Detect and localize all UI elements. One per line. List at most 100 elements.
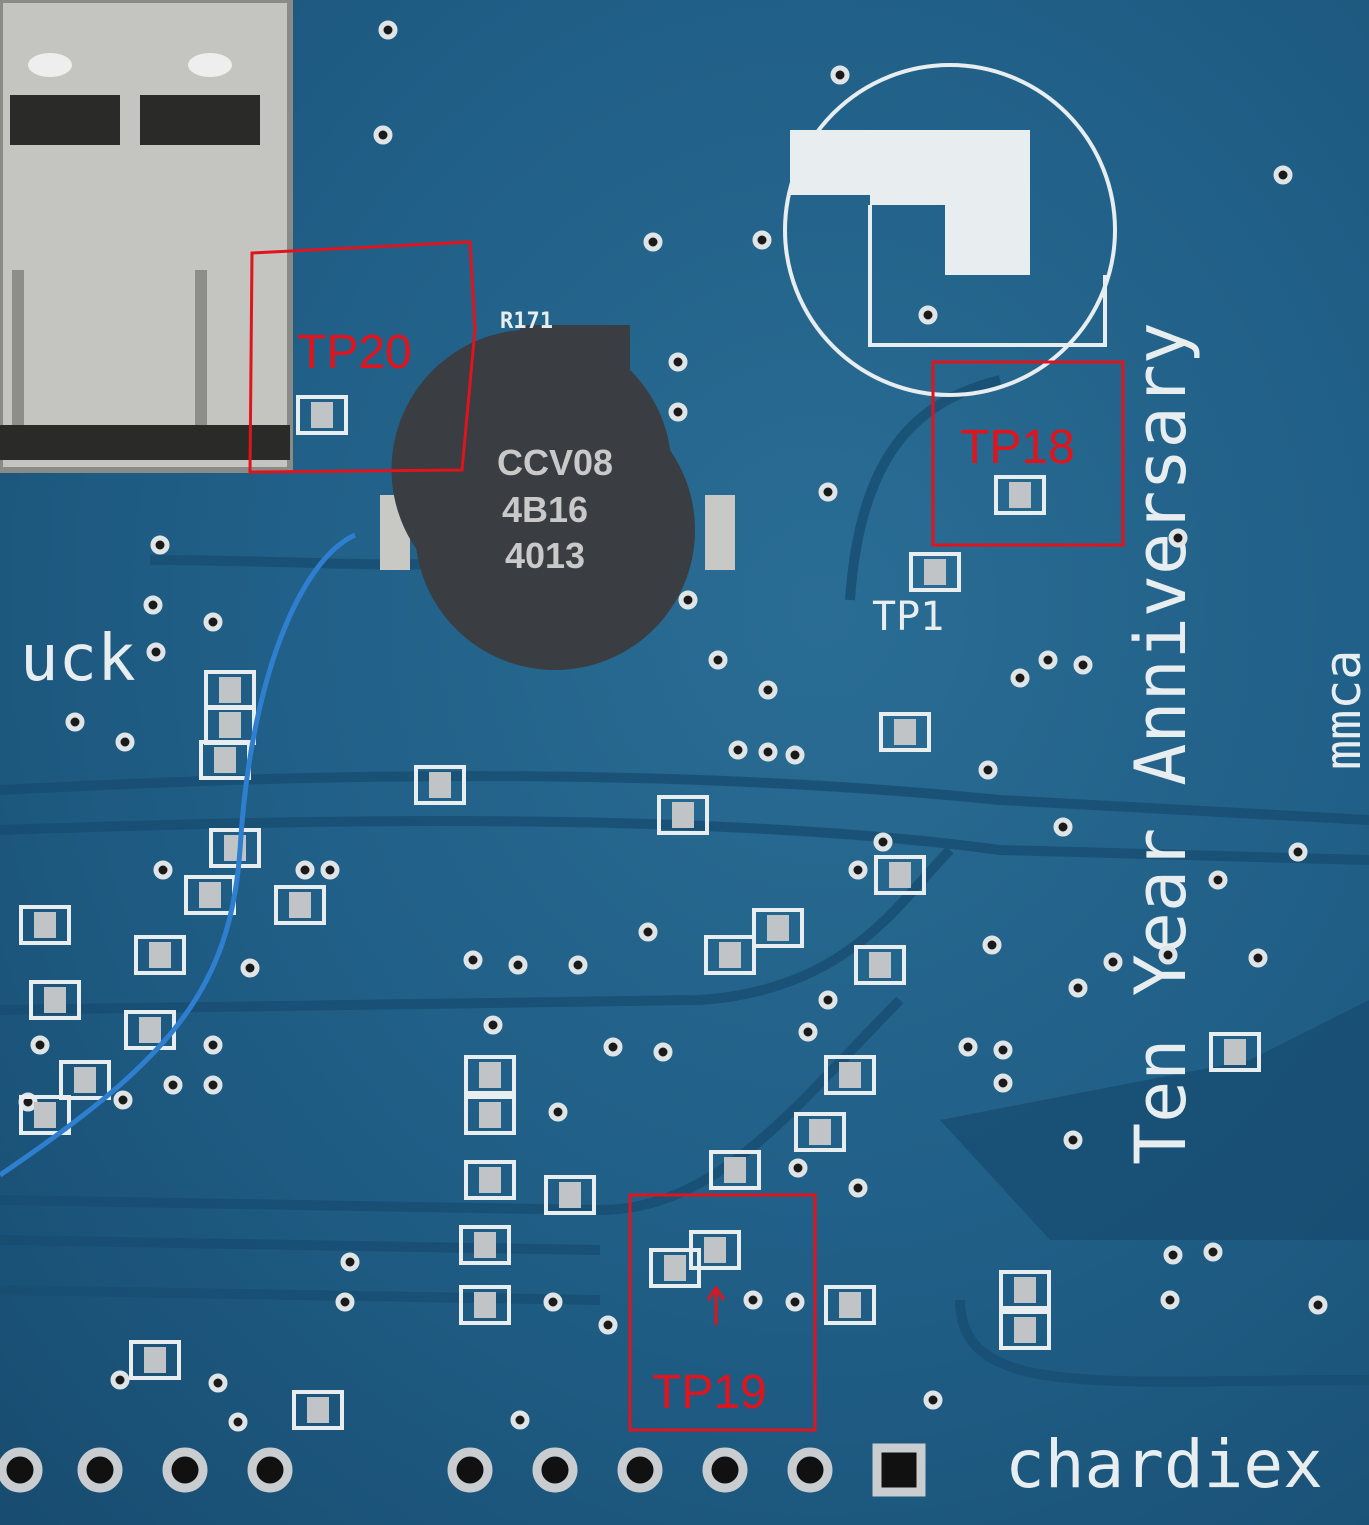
via bbox=[1308, 1295, 1328, 1315]
tp18-annotation: TP18 bbox=[960, 421, 1075, 474]
via bbox=[598, 1315, 618, 1335]
buzzer-label-3: 4013 bbox=[505, 535, 585, 576]
via bbox=[923, 1390, 943, 1410]
smd-pad bbox=[459, 1285, 511, 1325]
smd-pad bbox=[129, 1340, 181, 1380]
via bbox=[203, 612, 223, 632]
tp19-box bbox=[628, 1193, 817, 1432]
via bbox=[110, 1370, 130, 1390]
smd-pad bbox=[999, 1310, 1051, 1350]
smd-pad bbox=[199, 740, 251, 780]
smd-pad bbox=[657, 795, 709, 835]
smd-pad bbox=[824, 1285, 876, 1325]
via bbox=[153, 860, 173, 880]
red-annotations bbox=[248, 240, 1125, 1432]
via bbox=[873, 832, 893, 852]
smd-pad bbox=[204, 705, 256, 745]
via bbox=[228, 1412, 248, 1432]
signature-text: chardiex bbox=[1005, 1426, 1323, 1503]
via bbox=[668, 352, 688, 372]
smd-pad bbox=[689, 1230, 741, 1270]
smd-pad bbox=[999, 1270, 1051, 1310]
via bbox=[993, 1073, 1013, 1093]
via bbox=[208, 1373, 228, 1393]
via bbox=[848, 860, 868, 880]
via bbox=[993, 1040, 1013, 1060]
via bbox=[1203, 1242, 1223, 1262]
via bbox=[653, 1042, 673, 1062]
via bbox=[463, 950, 483, 970]
tp20-annotation: TP20 bbox=[297, 326, 412, 379]
via bbox=[668, 402, 688, 422]
smd-pad bbox=[459, 1225, 511, 1265]
via bbox=[818, 990, 838, 1010]
via bbox=[918, 305, 938, 325]
tp19-annotation: TP19 bbox=[652, 1366, 767, 1419]
via bbox=[848, 1178, 868, 1198]
via bbox=[320, 860, 340, 880]
via bbox=[508, 955, 528, 975]
via bbox=[1248, 948, 1268, 968]
tp20-box bbox=[248, 240, 477, 474]
via bbox=[1073, 655, 1093, 675]
via bbox=[115, 732, 135, 752]
via bbox=[543, 1292, 563, 1312]
via bbox=[678, 590, 698, 610]
via bbox=[1068, 978, 1088, 998]
via bbox=[752, 230, 772, 250]
via bbox=[203, 1075, 223, 1095]
via bbox=[146, 642, 166, 662]
via bbox=[240, 958, 260, 978]
buzzer-label-1: CCV08 bbox=[497, 442, 613, 483]
via bbox=[1273, 165, 1293, 185]
smd-pad bbox=[59, 1060, 111, 1100]
via bbox=[113, 1090, 133, 1110]
smd-pad bbox=[274, 885, 326, 925]
via bbox=[65, 712, 85, 732]
anniversary-logo bbox=[783, 63, 1117, 397]
via bbox=[1208, 870, 1228, 890]
via bbox=[638, 922, 658, 942]
tp1-label: TP1 bbox=[872, 594, 944, 640]
via bbox=[1288, 842, 1308, 862]
via bbox=[510, 1410, 530, 1430]
smd-pad bbox=[184, 875, 236, 915]
smd-pad bbox=[19, 905, 71, 945]
via bbox=[1038, 650, 1058, 670]
via bbox=[150, 535, 170, 555]
via bbox=[340, 1252, 360, 1272]
smd-pad bbox=[704, 935, 756, 975]
vias bbox=[18, 20, 1328, 1432]
via bbox=[758, 680, 778, 700]
smd-pad bbox=[854, 945, 906, 985]
buzzer: CCV08 4B16 4013 bbox=[380, 325, 735, 670]
header-holes bbox=[0, 1443, 926, 1497]
left-board-text: uck bbox=[20, 622, 136, 696]
via bbox=[728, 740, 748, 760]
via bbox=[1158, 945, 1178, 965]
via bbox=[143, 595, 163, 615]
smd-pad bbox=[1209, 1032, 1261, 1072]
smd-pad bbox=[874, 855, 926, 895]
smd-pad bbox=[29, 980, 81, 1020]
via bbox=[30, 1035, 50, 1055]
via bbox=[1103, 952, 1123, 972]
smd-pad bbox=[709, 1150, 761, 1190]
via bbox=[603, 1037, 623, 1057]
via bbox=[743, 1290, 763, 1310]
via bbox=[830, 65, 850, 85]
via bbox=[798, 1022, 818, 1042]
via bbox=[1160, 1290, 1180, 1310]
resistor-ref: R171 bbox=[500, 309, 553, 334]
via bbox=[1010, 668, 1030, 688]
via bbox=[335, 1292, 355, 1312]
smd-pad bbox=[824, 1055, 876, 1095]
smd-pad bbox=[752, 908, 804, 948]
smd-pad bbox=[414, 765, 466, 805]
via bbox=[758, 742, 778, 762]
via bbox=[818, 482, 838, 502]
tp19-arrow bbox=[706, 1285, 726, 1325]
smd-pad bbox=[209, 828, 261, 868]
via bbox=[548, 1102, 568, 1122]
smd-pad bbox=[124, 1010, 176, 1050]
